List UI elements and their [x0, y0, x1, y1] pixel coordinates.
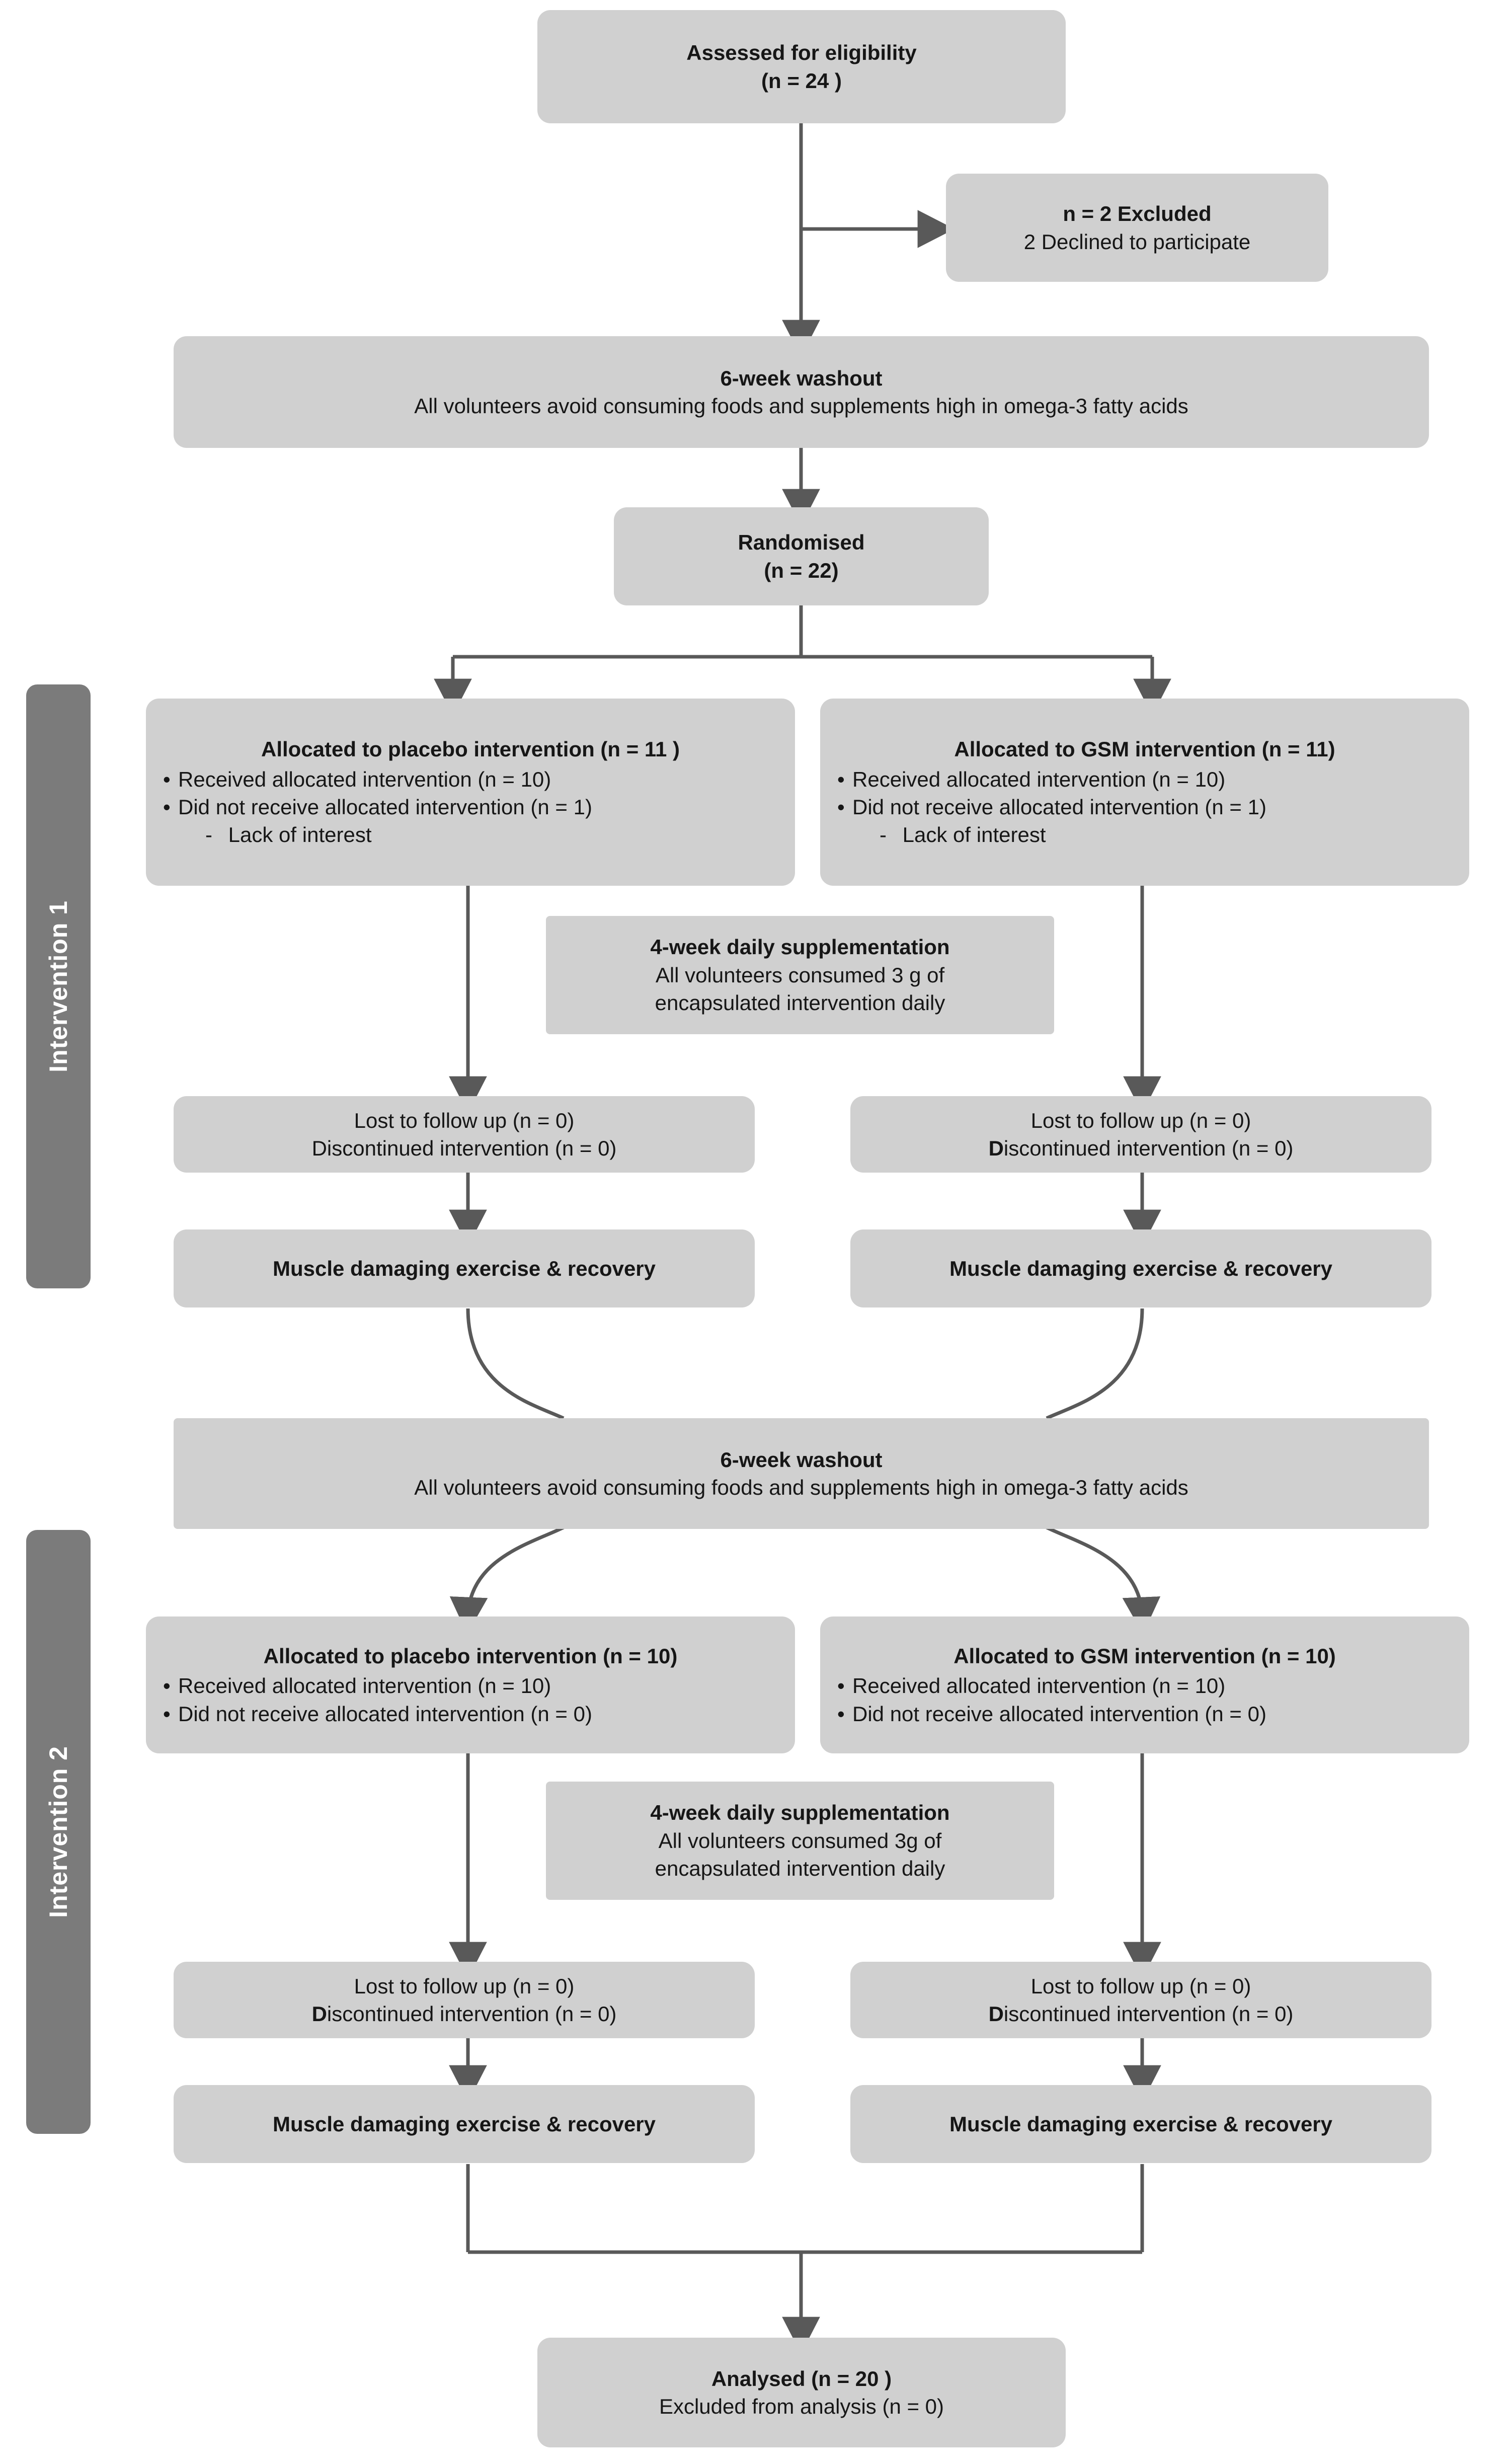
lost-followup-1-left-line-1: Lost to follow up (n = 0): [354, 1108, 575, 1132]
allocated-placebo-1-bullet-1: Received allocated intervention (n = 10): [159, 765, 551, 793]
eligibility-line-2: (n = 24 ): [761, 68, 842, 93]
lost-followup-1-right-line-2: Discontinued intervention (n = 0): [989, 1134, 1294, 1162]
lost-followup-1-right-line-2-bold: D: [988, 1136, 1004, 1160]
lost-followup-1-right-line-2-rest: iscontinued intervention (n = 0): [1003, 1136, 1294, 1160]
allocated-placebo-2-content: Allocated to placebo intervention (n = 1…: [159, 1642, 782, 1728]
supplementation-2-line-2: All volunteers consumed 3g of: [658, 1828, 942, 1853]
eligibility-line-1: Assessed for eligibility: [686, 41, 917, 65]
node-exercise-2-right: Muscle damaging exercise & recovery: [850, 2085, 1431, 2163]
node-exercise-1-right: Muscle damaging exercise & recovery: [850, 1229, 1431, 1307]
washout-1-line-1: 6-week washout: [720, 366, 883, 390]
node-exercise-1-left: Muscle damaging exercise & recovery: [174, 1229, 755, 1307]
node-washout-1: 6-week washout All volunteers avoid cons…: [174, 336, 1429, 448]
washout-1-line-2: All volunteers avoid consuming foods and…: [414, 394, 1188, 418]
lost-followup-2-left-line-2-bold: D: [311, 2002, 327, 2026]
sidebar-intervention-2-label: Intervention 2: [44, 1746, 72, 1918]
lost-followup-2-right-line-2-rest: iscontinued intervention (n = 0): [1003, 2002, 1294, 2026]
node-lost-followup-1-left: Lost to follow up (n = 0) Discontinued i…: [174, 1096, 755, 1173]
allocated-gsm-2-bullet-1: Received allocated intervention (n = 10): [833, 1672, 1225, 1700]
supplementation-1-line-1: 4-week daily supplementation: [650, 935, 950, 959]
sidebar-intervention-1: Intervention 1: [26, 684, 91, 1288]
allocated-gsm-2-bullet-2: Did not receive allocated intervention (…: [833, 1700, 1266, 1728]
allocated-placebo-2-bullet-1: Received allocated intervention (n = 10): [159, 1672, 551, 1700]
exercise-1-right-label: Muscle damaging exercise & recovery: [949, 1256, 1333, 1280]
node-supplementation-2: 4-week daily supplementation All volunte…: [546, 1782, 1054, 1900]
supplementation-1-line-2: All volunteers consumed 3 g of: [655, 963, 945, 987]
lost-followup-2-left-line-2-rest: iscontinued intervention (n = 0): [327, 2002, 617, 2026]
washout-2-line-1: 6-week washout: [720, 1447, 883, 1472]
node-allocated-placebo-2: Allocated to placebo intervention (n = 1…: [146, 1616, 795, 1753]
node-exercise-2-left: Muscle damaging exercise & recovery: [174, 2085, 755, 2163]
node-lost-followup-2-right: Lost to follow up (n = 0) Discontinued i…: [850, 1962, 1431, 2038]
allocated-gsm-2-header: Allocated to GSM intervention (n = 10): [953, 1644, 1336, 1668]
exercise-2-left-label: Muscle damaging exercise & recovery: [272, 2112, 656, 2136]
allocated-placebo-1-header: Allocated to placebo intervention (n = 1…: [261, 737, 680, 761]
supplementation-1-line-3: encapsulated intervention daily: [655, 991, 945, 1015]
allocated-gsm-1-header: Allocated to GSM intervention (n = 11): [954, 737, 1335, 761]
supplementation-2-line-3: encapsulated intervention daily: [655, 1857, 945, 1881]
allocated-gsm-1-bullet-2: Did not receive allocated intervention (…: [833, 793, 1266, 821]
lost-followup-2-left-line-1: Lost to follow up (n = 0): [354, 1974, 575, 1998]
allocated-gsm-1-sub-1: Lack of interest: [833, 821, 1046, 849]
node-allocated-gsm-1: Allocated to GSM intervention (n = 11) R…: [820, 699, 1469, 886]
node-lost-followup-2-left: Lost to follow up (n = 0) Discontinued i…: [174, 1962, 755, 2038]
allocated-placebo-2-bullet-2: Did not receive allocated intervention (…: [159, 1700, 592, 1728]
randomised-line-1: Randomised: [738, 530, 865, 555]
washout-2-line-2: All volunteers avoid consuming foods and…: [414, 1476, 1188, 1499]
node-supplementation-1: 4-week daily supplementation All volunte…: [546, 916, 1054, 1034]
randomised-line-2: (n = 22): [764, 558, 839, 582]
node-allocated-placebo-1: Allocated to placebo intervention (n = 1…: [146, 699, 795, 886]
node-washout-2: 6-week washout All volunteers avoid cons…: [174, 1418, 1429, 1529]
lost-followup-2-right-line-1: Lost to follow up (n = 0): [1030, 1974, 1251, 1998]
excluded-line-1: n = 2 Excluded: [1063, 202, 1212, 226]
lost-followup-1-right-line-1: Lost to follow up (n = 0): [1030, 1108, 1251, 1132]
allocated-placebo-1-content: Allocated to placebo intervention (n = 1…: [159, 735, 782, 849]
allocated-gsm-1-content: Allocated to GSM intervention (n = 11) R…: [833, 735, 1456, 849]
exercise-2-right-label: Muscle damaging exercise & recovery: [949, 2112, 1333, 2136]
node-randomised: Randomised (n = 22): [614, 507, 989, 605]
lost-followup-2-left-line-2: Discontinued intervention (n = 0): [312, 2000, 617, 2028]
excluded-line-2: 2 Declined to participate: [1023, 229, 1251, 254]
node-assessed-for-eligibility: Assessed for eligibility (n = 24 ): [537, 10, 1066, 123]
allocated-placebo-1-bullet-2: Did not receive allocated intervention (…: [159, 793, 592, 821]
lost-followup-2-right-line-2: Discontinued intervention (n = 0): [989, 2000, 1294, 2028]
node-excluded: n = 2 Excluded 2 Declined to participate: [946, 174, 1328, 282]
sidebar-intervention-2: Intervention 2: [26, 1530, 91, 2134]
node-analysed: Analysed (n = 20 ) Excluded from analysi…: [537, 2338, 1066, 2447]
lost-followup-2-right-line-2-bold: D: [988, 2002, 1004, 2026]
allocated-placebo-1-sub-1: Lack of interest: [159, 821, 372, 849]
node-lost-followup-1-right: Lost to follow up (n = 0) Discontinued i…: [850, 1096, 1431, 1173]
exercise-1-left-label: Muscle damaging exercise & recovery: [272, 1256, 656, 1280]
supplementation-2-line-1: 4-week daily supplementation: [650, 1801, 950, 1825]
allocated-gsm-2-content: Allocated to GSM intervention (n = 10) R…: [833, 1642, 1456, 1728]
sidebar-intervention-1-label: Intervention 1: [44, 900, 72, 1072]
allocated-placebo-2-header: Allocated to placebo intervention (n = 1…: [263, 1644, 678, 1668]
lost-followup-1-left-line-2: Discontinued intervention (n = 0): [311, 1136, 617, 1160]
analysed-line-1: Analysed (n = 20 ): [711, 2366, 892, 2391]
node-allocated-gsm-2: Allocated to GSM intervention (n = 10) R…: [820, 1616, 1469, 1753]
analysed-line-2: Excluded from analysis (n = 0): [659, 2395, 944, 2418]
allocated-gsm-1-bullet-1: Received allocated intervention (n = 10): [833, 765, 1225, 793]
